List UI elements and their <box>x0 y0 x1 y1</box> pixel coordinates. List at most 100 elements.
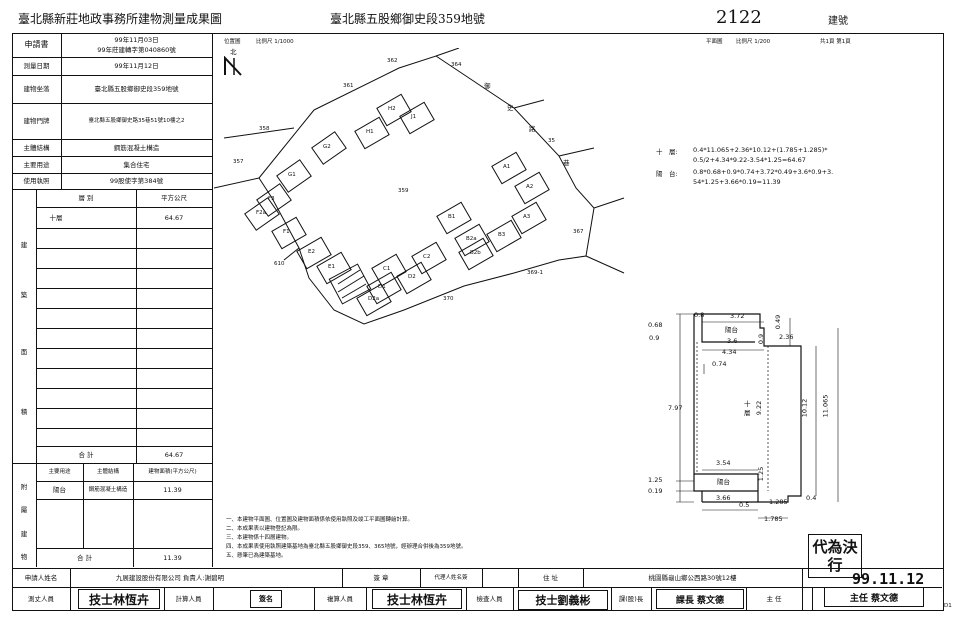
site-plan-scale: 比例尺 1/1000 <box>256 39 294 45</box>
address-title: 臺北縣五股鄉御史段359地號 <box>330 12 485 26</box>
applicant-name-label: 申請人姓名 <box>24 573 58 582</box>
survey-date: 99年11月12日 <box>114 62 159 70</box>
building-number: 2122 <box>716 7 762 28</box>
balcony-top-label: 陽台 <box>725 326 738 334</box>
agent-label: 代理人姓名簽 <box>434 574 468 581</box>
annex-use-header: 主要用途 <box>48 469 71 475</box>
structure-label: 主體結構 <box>23 143 50 152</box>
block-label: B2b <box>470 250 481 256</box>
applicant-number: 99年莊建轉字第040860號 <box>97 46 176 54</box>
review-label: 複算人員 <box>327 594 353 603</box>
road-char-4: 巷 <box>563 159 570 167</box>
table-row-line <box>36 248 212 249</box>
annex-structure: 鋼筋混凝土構造 <box>88 487 128 493</box>
address-label: 住 址 <box>542 573 559 582</box>
building-block <box>366 271 402 305</box>
dim-1-25-vertical: 1.25 <box>757 466 766 482</box>
dim-0-49: 0.49 <box>774 314 783 330</box>
lot-610: 610 <box>274 261 285 267</box>
survey-date-label: 測量日期 <box>23 62 50 70</box>
block-label: D2 <box>408 274 416 280</box>
seal-label: 簽 章 <box>373 573 389 582</box>
side-label-2: 築 <box>20 291 28 299</box>
check-stamp: 技士劉義彬 <box>518 590 608 610</box>
block-label: H2 <box>388 106 396 112</box>
calc-balcony-formula-2: 54*1.25+3.66*0.19=11.39 <box>693 178 781 186</box>
doorplate-label: 建物門牌 <box>23 117 50 125</box>
north-arrow-icon <box>224 56 242 76</box>
building-block <box>458 237 494 271</box>
lot-357: 357 <box>233 159 244 165</box>
building-block <box>311 131 347 165</box>
building-block <box>436 201 472 235</box>
approval-date: 99.11.12 <box>852 570 925 588</box>
area-column-header: 平方公尺 <box>161 194 187 202</box>
block-label: H1 <box>366 129 374 135</box>
block-label: B3 <box>498 232 506 238</box>
dim-0-8: 0.8 <box>694 311 705 319</box>
building-block <box>256 183 292 217</box>
section-chief-stamp: 課長 蔡文德 <box>656 589 744 609</box>
annex-side-1: 附 <box>20 483 28 491</box>
annex-side-2: 屬 <box>20 506 28 514</box>
dim-0-74: 0.74 <box>712 360 727 368</box>
section-chief-label: 課(股)長 <box>618 594 644 603</box>
drafter-stamp: 技士林恆卉 <box>78 589 160 609</box>
room-label: 十層 <box>744 400 751 417</box>
office-title: 臺北縣新莊地政事務所建物測量成果圖 <box>18 12 223 26</box>
building-block <box>399 101 435 135</box>
use-value: 集合住宅 <box>123 160 150 169</box>
site-plan-label: 位置圖 <box>224 39 241 45</box>
dim-0-9-vertical: 0.9 <box>757 333 766 345</box>
building-block <box>271 216 307 250</box>
block-label: A3 <box>523 214 531 220</box>
block-label: F3 <box>268 196 275 202</box>
doorplate-value: 臺北縣五股鄉御史路35巷51號10樓之2 <box>88 118 185 124</box>
floor-column-header: 層 別 <box>78 194 94 202</box>
block-label: F1 <box>283 229 290 235</box>
side-label-1: 建 <box>20 241 28 249</box>
dim-1-25: 1.25 <box>648 476 663 484</box>
floor-plan-scale: 比例尺 1/200 <box>736 39 771 45</box>
lot-35: 35 <box>548 138 555 144</box>
block-label: A2 <box>526 184 534 190</box>
license-label: 使用執照 <box>23 177 50 185</box>
location-label: 建物坐落 <box>23 85 50 93</box>
page-count: 共1頁 第1頁 <box>820 39 851 45</box>
annex-side-3: 建 <box>20 530 28 538</box>
license-value: 99股使字第384號 <box>109 177 164 185</box>
calc-floor-formula: 0.4*11.065+2.36*10.12+(1.785+1.285)* <box>693 146 828 154</box>
building-number-label: 建號 <box>828 16 848 27</box>
table-row-line <box>36 408 212 409</box>
address-value: 桃園縣龜山鄉公西路30號12樓 <box>648 573 737 582</box>
note-5: 五、懸筆已為建築基地。 <box>226 553 287 559</box>
dim-0-19: 0.19 <box>648 487 663 495</box>
total-area: 64.67 <box>164 450 184 459</box>
lot-362: 362 <box>387 58 398 64</box>
location-value: 臺北縣五股鄉御史段359地號 <box>94 85 179 93</box>
dim-3-54: 3.54 <box>716 459 731 467</box>
form-panel <box>12 33 213 567</box>
building-block <box>376 93 412 127</box>
block-label: D1 <box>378 284 386 290</box>
lot-358: 358 <box>259 126 270 132</box>
calc-floor-formula-2: 0.5/2+4.34*9.22-3.54*1.25=64.67 <box>693 156 806 164</box>
building-block <box>511 201 547 235</box>
lot-370: 370 <box>443 296 454 302</box>
floor-plan-drawing <box>676 313 839 519</box>
building-block <box>276 159 312 193</box>
director-label: 主 任 <box>766 594 782 603</box>
floor-name: 十層 <box>49 213 63 222</box>
building-block <box>316 251 352 285</box>
building-block <box>454 223 490 257</box>
block-label: B1 <box>448 214 456 220</box>
dim-11-065: 11.065 <box>821 394 830 418</box>
annex-total-label: 合 計 <box>76 553 93 562</box>
dim-9-22: 9.22 <box>755 400 764 416</box>
annex-area: 11.39 <box>163 486 182 494</box>
proxy-decision-stamp: 代為決行 <box>808 534 862 578</box>
balcony-bottom-label: 陽台 <box>717 478 730 486</box>
annex-structure-header: 主體結構 <box>96 469 119 475</box>
block-label: E2 <box>308 249 315 255</box>
drafter-label: 測丈人員 <box>28 594 54 603</box>
